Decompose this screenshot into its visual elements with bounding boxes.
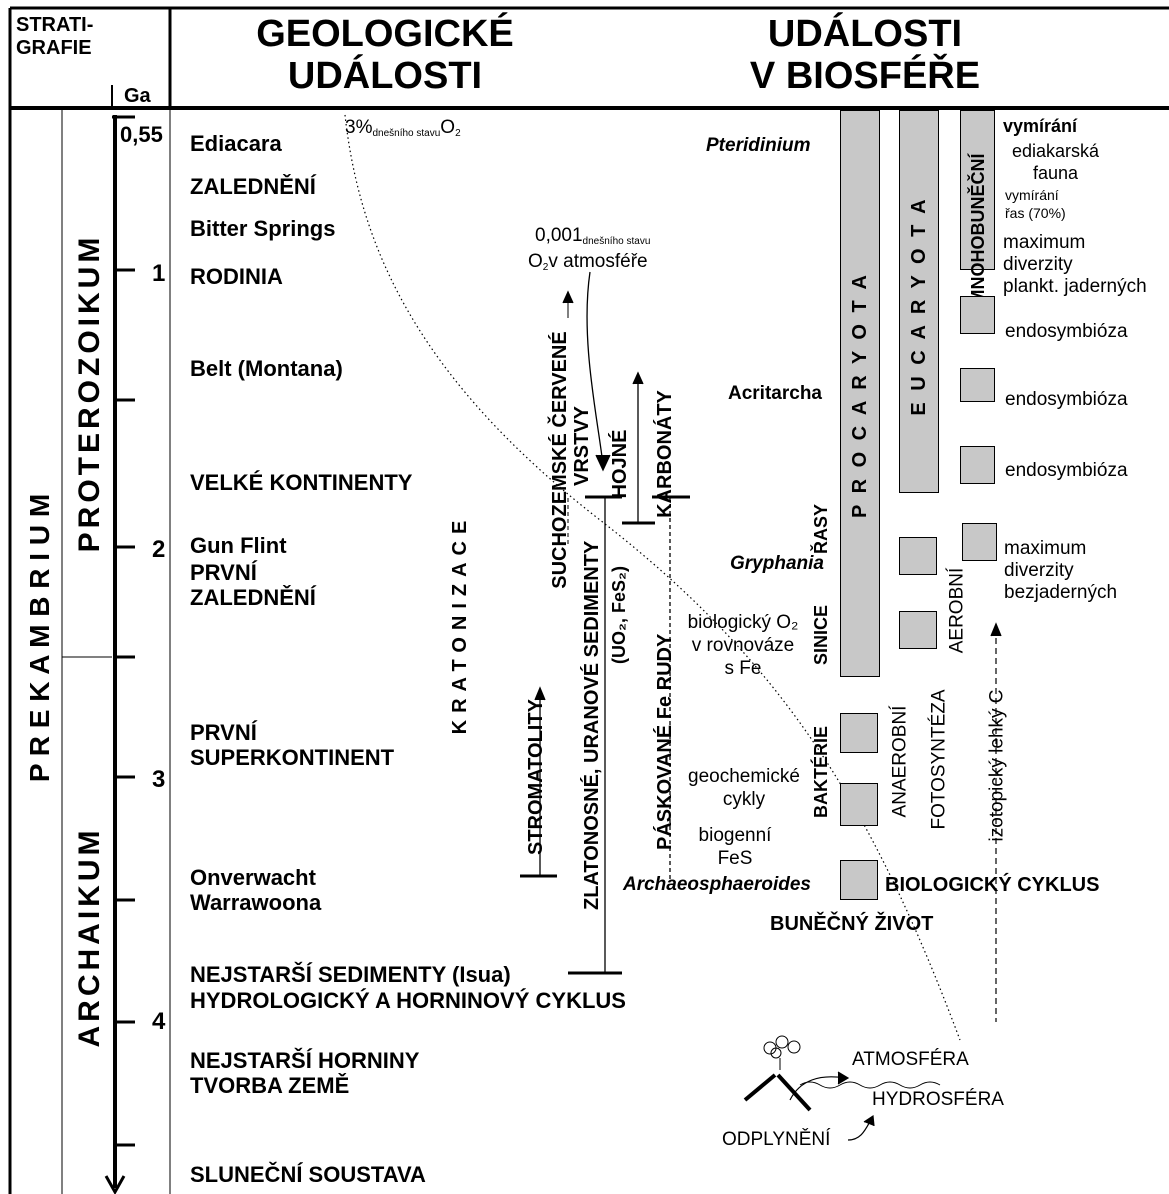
geochem-note: geochemické cykly [688, 766, 800, 810]
bakterie-box-2 [840, 783, 878, 826]
biologicky-cyklus-label: BIOLOGICKÝ CYKLUS [885, 874, 1100, 896]
event-zaledneni: ZALEDNĚNÍ [190, 174, 316, 199]
organism-pteridinium: Pteridinium [706, 135, 811, 156]
biogenni-note: biogenní FeS [698, 825, 772, 869]
procaryota-label: P R O C A R Y O T A [849, 272, 871, 518]
bakterie-box-1 [840, 713, 878, 753]
ga-header: Ga [124, 85, 151, 107]
eucaryota-label: E U C A R Y O T A [908, 196, 930, 416]
o2-3pct-note: 3%dnešního stavuO2 [345, 118, 461, 139]
izotopicky-label: izotopický lehký C [986, 689, 1008, 842]
vrstvy-label: VRSTVY [571, 405, 593, 487]
o2-0001-gas: O [528, 251, 543, 272]
vymirani-ras-note: vymírání řas (70%) [1005, 187, 1066, 221]
axis-label-4: 4 [152, 1008, 166, 1035]
mnohobunecni-label: MNOHOBUNĚČNÍ [968, 153, 988, 305]
vymirani-note: vymírání [1003, 116, 1078, 136]
endosymbioza-note-2: endosymbióza [1005, 389, 1128, 410]
axis-label-3: 3 [152, 766, 166, 793]
stromatolity-label: STROMATOLITY [525, 699, 547, 855]
o2-3pct-ref: dnešního stavu [372, 128, 441, 139]
organism-acritarcha: Acritarcha [728, 383, 822, 404]
geologicke-udalosti-header: GEOLOGICKÉ UDÁLOSTI [256, 13, 514, 97]
event-nejstarsi-horniny: NEJSTARŠÍ HORNINY TVORBA ZEMĚ [190, 1048, 420, 1099]
event-onverwacht: Onverwacht Warrawoona [190, 865, 322, 916]
kratonizace-label: KRATONIZACE [449, 513, 471, 735]
max-jadernych-note: maximum diverzity plankt. jaderných [1003, 232, 1147, 297]
bunecny-zivot-label: BUNĚČNÝ ŽIVOT [770, 913, 934, 935]
organism-archaeosphaeroides: Archaeosphaeroides [623, 874, 811, 895]
axis-label-2: 2 [152, 536, 166, 563]
endosymbioza-note-1: endosymbióza [1005, 321, 1128, 342]
aerobni-box-2 [899, 611, 937, 649]
proterozoikum-label: PROTEROZOIKUM [73, 233, 106, 553]
event-belt: Belt (Montana) [190, 356, 343, 381]
procaryota-bar [840, 110, 880, 677]
max-bezjadernych-note: maximum diverzity bezjaderných [1004, 538, 1118, 603]
prekambrium-label: P R E K A M B R I U M [24, 493, 55, 783]
hojne-label: HOJNÉ [609, 429, 631, 499]
fotosynteza-label: FOTOSYNTÉZA [928, 689, 950, 830]
uo2-label: (UO₂, FeS₂) [609, 566, 629, 664]
axis-label-0-55: 0,55 [120, 122, 163, 147]
bezjaderni-box [962, 523, 997, 561]
rasy-label: ŘASY [811, 504, 831, 555]
event-rodinia: RODINIA [190, 264, 283, 289]
o2-3pct-sub: 2 [455, 128, 461, 139]
zlatonosne-label: ZLATONOSNÉ, URANOVÉ SEDIMENTY [581, 540, 603, 910]
aerobni-label: AEROBNÍ [946, 567, 968, 654]
event-nejstarsi-sedimenty: NEJSTARŠÍ SEDIMENTY (Isua) [190, 962, 511, 987]
event-ediacara: Ediacara [190, 131, 282, 156]
archaikum-label: ARCHAIKUM [73, 826, 106, 1048]
organism-gryphania: Gryphania [730, 553, 824, 574]
endosymbioza-box-2 [960, 368, 995, 402]
suchozemske-label: SUCHOZEMSKÉ ČERVENÉ [549, 331, 571, 589]
o2-0001-place: v atmosféře [548, 251, 648, 272]
event-slunecni-soustava: SLUNEČNÍ SOUSTAVA [190, 1162, 426, 1187]
sinice-label: SINICE [811, 605, 831, 666]
o2-0001-note: 0,001dnešního stavu [535, 226, 650, 247]
karbonaty-label: KARBONÁTY [654, 390, 676, 518]
mnohobunecni-bar [960, 110, 995, 270]
o2-0001-ref: dnešního stavu [582, 236, 651, 247]
endosymbioza-note-3: endosymbióza [1005, 460, 1128, 481]
aerobni-box-1 [899, 537, 937, 575]
paskovane-label: PÁSKOVANÉ Fe RUDY [654, 633, 676, 850]
event-prvni-superkontinent: PRVNÍ SUPERKONTINENT [190, 720, 395, 771]
atmosfera-label: ATMOSFÉRA [852, 1049, 969, 1070]
endosymbioza-box-1 [960, 296, 995, 334]
stratigrafie-header: STRATI- GRAFIE [16, 14, 94, 59]
event-velke-kontinenty: VELKÉ KONTINENTY [190, 470, 413, 495]
o2-0001-sub: 2 [542, 262, 549, 273]
axis-label-1: 1 [152, 260, 166, 287]
event-hydrologicky-cyklus: HYDROLOGICKÝ A HORNINOVÝ CYKLUS [190, 988, 626, 1013]
o2-0001-value: 0,001 [535, 225, 583, 246]
event-gun-flint: Gun Flint [190, 533, 287, 558]
bio-o2-note: biologický O₂ v rovnováze s Fe [687, 612, 799, 679]
o2-3pct-gas: O [440, 117, 456, 138]
eucaryota-bar [899, 110, 939, 493]
odplyneni-label: ODPLYNĚNÍ [722, 1129, 831, 1150]
o2-0001-note-line2: O2v atmosféře [528, 252, 648, 273]
ediakarska-note: ediakarská fauna [1011, 141, 1100, 183]
event-prvni-zaledneni: PRVNÍ ZALEDNĚNÍ [190, 560, 316, 611]
anaerobni-label: ANAEROBNÍ [889, 705, 911, 818]
udalosti-v-biosfere-header: UDÁLOSTI V BIOSFÉŘE [749, 13, 981, 97]
event-bitter-springs: Bitter Springs [190, 216, 336, 241]
o2-3pct-value: 3% [345, 117, 373, 138]
hydrosfera-label: HYDROSFÉRA [872, 1089, 1004, 1110]
endosymbioza-box-3 [960, 446, 995, 484]
bakterie-box-3 [840, 860, 878, 900]
bakterie-label: BAKTÉRIE [811, 725, 831, 818]
